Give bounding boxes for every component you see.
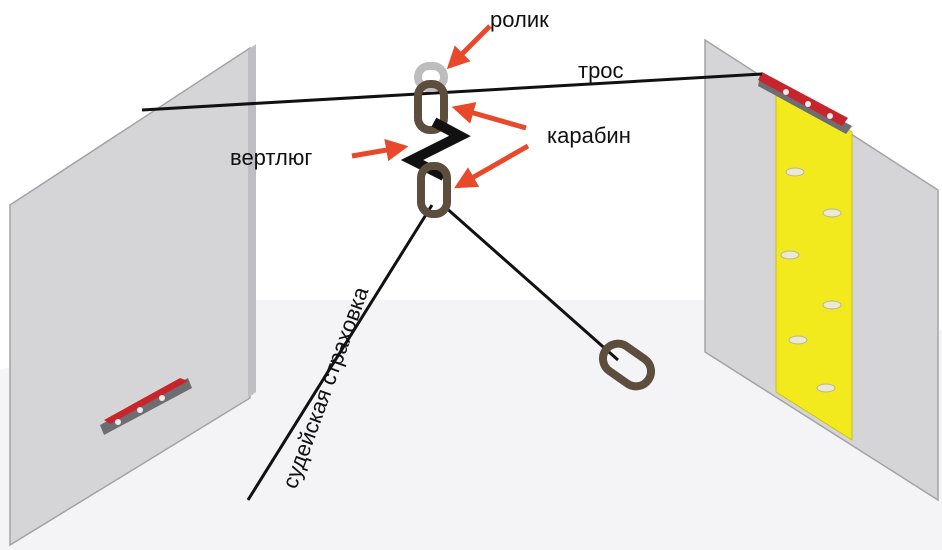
hold-icon bbox=[780, 250, 800, 260]
arrow-to-roller bbox=[446, 24, 492, 70]
arrow-to-lower-carabiner bbox=[454, 143, 530, 189]
hold-icon bbox=[788, 335, 808, 345]
carabiner-label: карабин bbox=[547, 123, 631, 148]
judge-belay-line bbox=[246, 204, 434, 501]
arrow-to-swivel bbox=[351, 138, 409, 162]
arrow-to-upper-carabiner bbox=[451, 102, 527, 131]
ring-icon bbox=[598, 339, 656, 391]
carabiner-icon bbox=[414, 80, 448, 134]
hold-icon bbox=[816, 383, 836, 393]
carabiner-icon bbox=[417, 162, 451, 218]
climbing-holds bbox=[780, 167, 842, 393]
left-wall bbox=[9, 44, 256, 547]
hold-icon bbox=[822, 208, 842, 218]
cable-line bbox=[141, 72, 763, 112]
swivel-label: вертлюг bbox=[230, 145, 312, 170]
lower-rope-line bbox=[443, 204, 619, 362]
anchor-icon bbox=[100, 378, 192, 435]
anchor-icon bbox=[758, 72, 852, 134]
hold-icon bbox=[822, 300, 842, 310]
hold-icon bbox=[785, 167, 805, 177]
roller-label: ролик bbox=[490, 7, 549, 32]
cable-label: трос bbox=[578, 58, 624, 83]
pointer-arrows bbox=[351, 24, 530, 189]
